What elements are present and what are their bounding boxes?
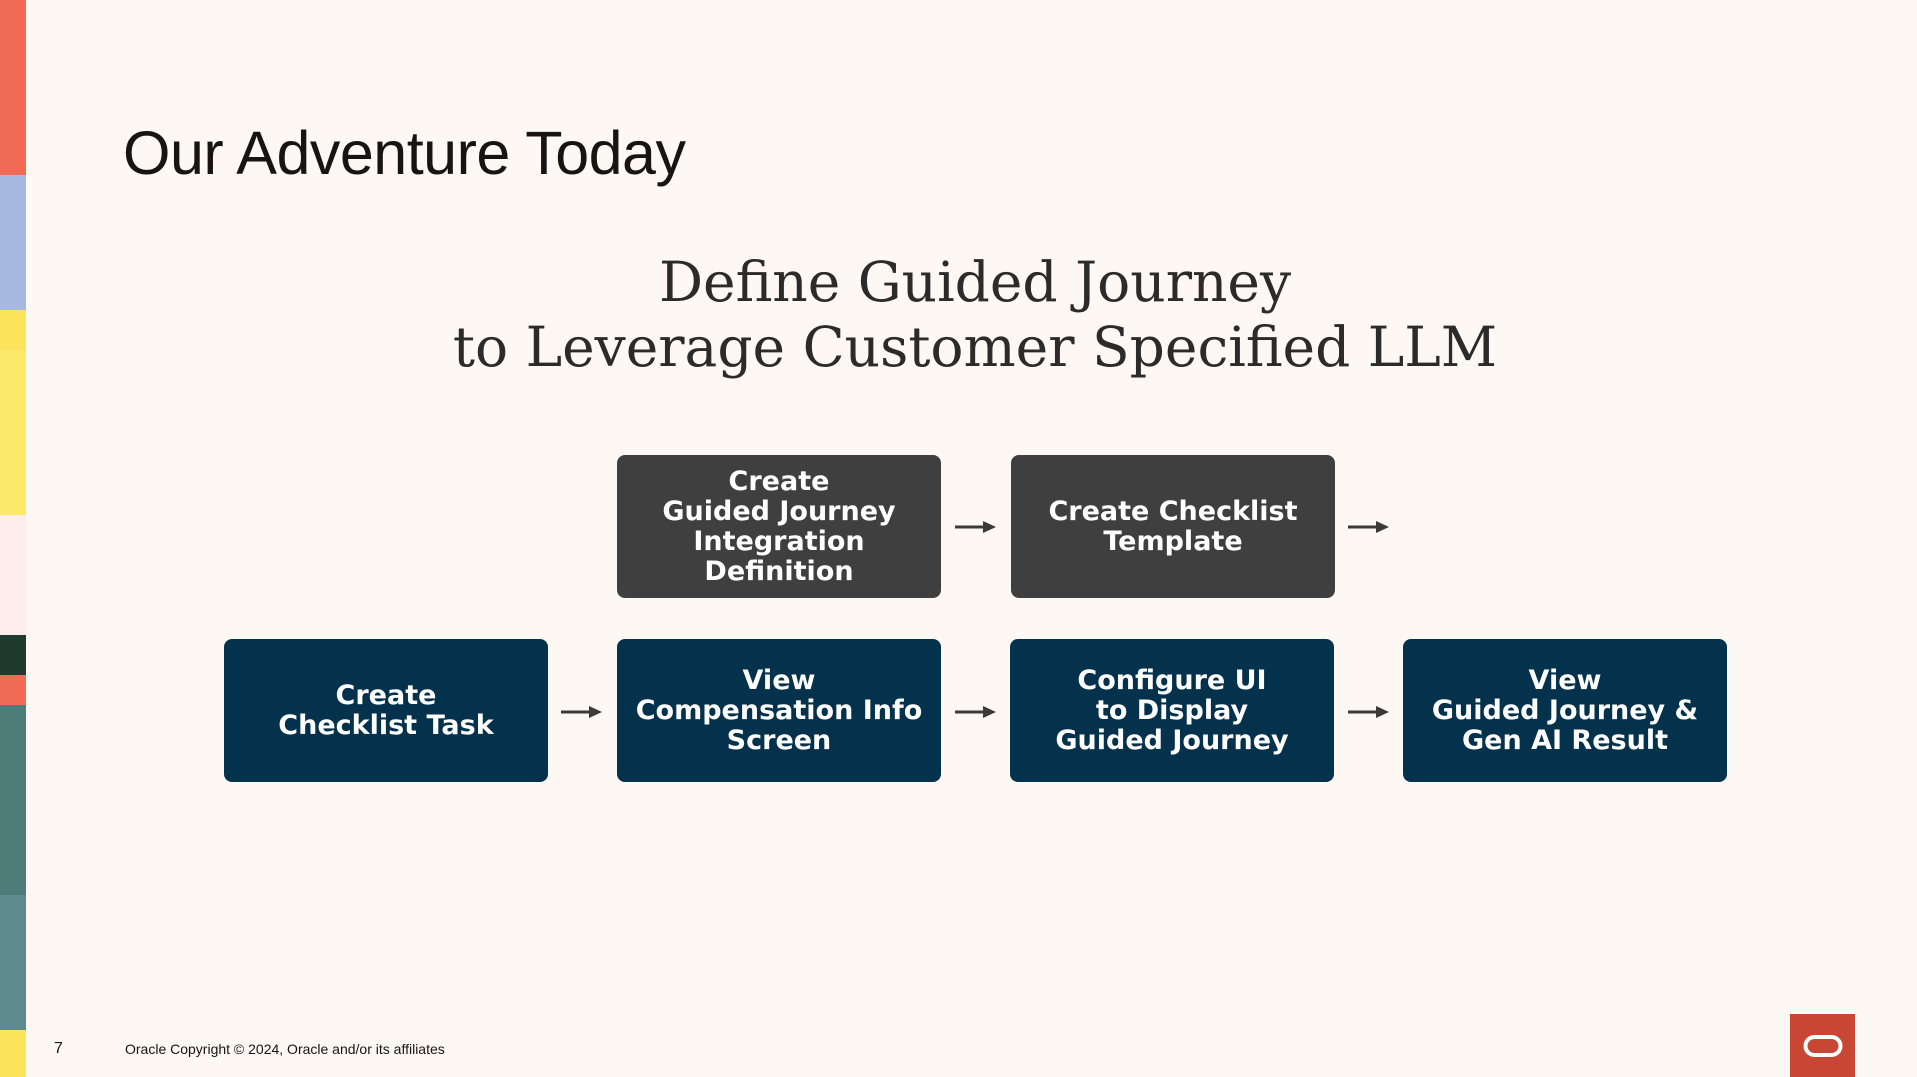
right-arrow-icon	[1348, 521, 1389, 533]
right-arrow-icon	[955, 521, 996, 533]
diagram-subtitle: Define Guided Journey to Leverage Custom…	[0, 250, 1917, 380]
subtitle-line-2: to Leverage Customer Specified LLM	[452, 315, 1498, 379]
slide-title: Our Adventure Today	[123, 119, 686, 187]
step-create-checklist-task: Create Checklist Task	[224, 639, 548, 782]
step-view-guided-journey-gen-ai-result: View Guided Journey & Gen AI Result	[1403, 639, 1727, 782]
right-arrow-icon	[955, 706, 996, 718]
step-configure-ui-to-display-guided-journey: Configure UI to Display Guided Journey	[1010, 639, 1334, 782]
copyright-notice: Oracle Copyright © 2024, Oracle and/or i…	[125, 1041, 445, 1057]
oracle-logo-icon	[1790, 1014, 1855, 1077]
right-arrow-icon	[561, 706, 602, 718]
step-create-checklist-template: Create Checklist Template	[1011, 455, 1335, 598]
page-number: 7	[54, 1040, 63, 1057]
step-create-guided-journey-integration-definition: Create Guided Journey Integration Defini…	[617, 455, 941, 598]
subtitle-line-1: Define Guided Journey	[658, 250, 1292, 314]
step-view-compensation-info-screen: View Compensation Info Screen	[617, 639, 941, 782]
right-arrow-icon	[1348, 706, 1389, 718]
